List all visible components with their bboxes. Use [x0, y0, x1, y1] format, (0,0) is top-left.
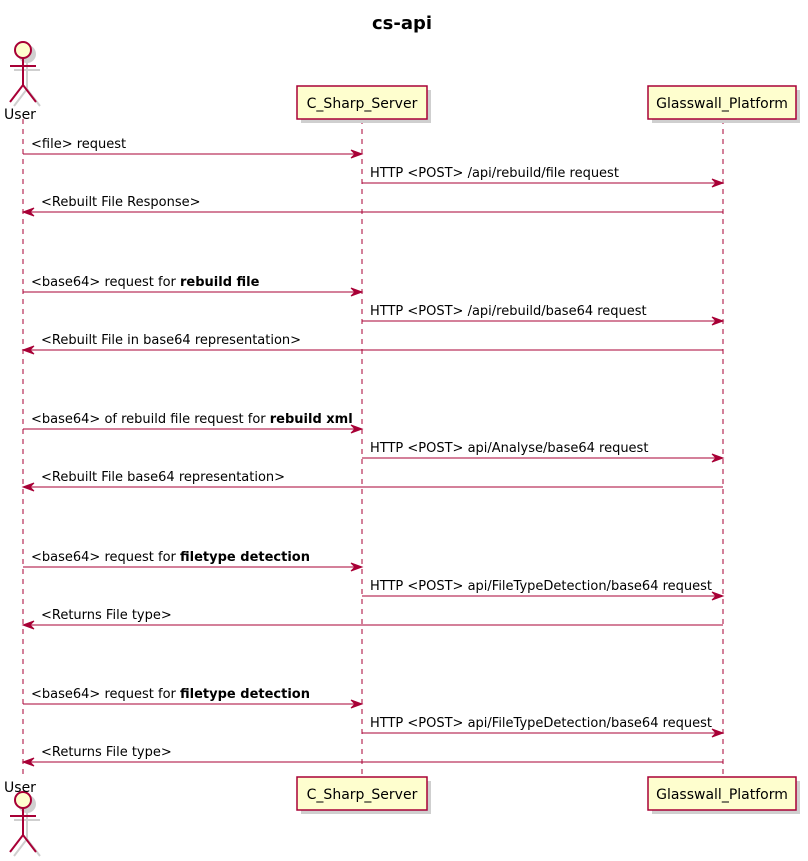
participant-box — [296, 85, 428, 120]
message-text: HTTP <POST> /api/rebuild/base64 request — [370, 304, 647, 319]
participant-glasswall-bottom: Glasswall_Platform — [647, 776, 800, 814]
message-label: HTTP <POST> api/Analyse/base64 request — [370, 441, 648, 456]
arrowhead-icon — [21, 620, 35, 630]
actor-name: User — [4, 780, 36, 796]
message-label: HTTP <POST> api/FileTypeDetection/base64… — [370, 716, 712, 731]
message-text: <Rebuilt File in base64 representation> — [41, 333, 301, 348]
participant-name: Glasswall_Platform — [656, 96, 788, 112]
message-label: <base64> request for filetype detection — [31, 550, 310, 565]
participant-box — [296, 776, 428, 811]
message: HTTP <POST> api/FileTypeDetection/base64… — [362, 716, 725, 738]
participants-top: User C_Sharp_Server Glasswall_Platform — [4, 41, 800, 123]
message-bold-text: filetype detection — [180, 550, 310, 565]
message-text: <Returns File type> — [41, 608, 172, 623]
actor-top: User — [4, 41, 41, 123]
arrowhead-icon — [21, 757, 35, 767]
message: <Returns File type> — [21, 608, 723, 630]
arrowhead-icon — [711, 453, 725, 463]
actor-icon — [9, 41, 37, 103]
arrowhead-icon — [350, 149, 364, 159]
message-text: HTTP <POST> api/FileTypeDetection/base64… — [370, 716, 712, 731]
message-label: <Returns File type> — [41, 745, 172, 760]
message-text: <Rebuilt File base64 representation> — [41, 470, 285, 485]
message: HTTP <POST> api/FileTypeDetection/base64… — [362, 579, 725, 601]
arrowhead-icon — [350, 287, 364, 297]
message-label: <Rebuilt File Response> — [41, 195, 201, 210]
message-bold-text: rebuild file — [180, 275, 260, 290]
message: HTTP <POST> /api/rebuild/base64 request — [362, 304, 725, 326]
arrowhead-icon — [711, 178, 725, 188]
participant-server-top: C_Sharp_Server — [296, 85, 431, 123]
actor-icon — [9, 791, 37, 853]
arrowhead-icon — [350, 424, 364, 434]
participant-server-bottom: C_Sharp_Server — [296, 776, 431, 814]
message-text: <base64> request for — [31, 275, 180, 290]
arrowhead-icon — [21, 345, 35, 355]
participant-name: Glasswall_Platform — [656, 787, 788, 803]
message-bold-text: filetype detection — [180, 687, 310, 702]
message-text: <Returns File type> — [41, 745, 172, 760]
message-text: HTTP <POST> api/FileTypeDetection/base64… — [370, 579, 712, 594]
message: <base64> request for filetype detection — [23, 550, 364, 572]
message-text: <base64> of rebuild file request for — [31, 412, 270, 427]
participant-name: C_Sharp_Server — [307, 96, 418, 112]
message-text: <file> request — [31, 137, 126, 152]
message: <Returns File type> — [21, 745, 723, 767]
message: HTTP <POST> api/Analyse/base64 request — [362, 441, 725, 463]
message: <base64> request for rebuild file — [23, 275, 364, 297]
arrowhead-icon — [711, 316, 725, 326]
message: <Rebuilt File base64 representation> — [21, 470, 723, 492]
message-text: <base64> request for — [31, 687, 180, 702]
diagram-title: cs-api — [372, 13, 432, 34]
message-text: HTTP <POST> /api/rebuild/file request — [370, 166, 619, 181]
arrowhead-icon — [21, 482, 35, 492]
arrowhead-icon — [21, 207, 35, 217]
message-label: <file> request — [31, 137, 126, 152]
message-label: <base64> request for filetype detection — [31, 687, 310, 702]
participant-box — [647, 85, 797, 120]
arrowhead-icon — [350, 562, 364, 572]
arrowhead-icon — [711, 728, 725, 738]
message: <base64> request for filetype detection — [23, 687, 364, 709]
participant-name: C_Sharp_Server — [307, 787, 418, 803]
message-label: <base64> of rebuild file request for reb… — [31, 412, 353, 427]
message-label: <Returns File type> — [41, 608, 172, 623]
participants-bottom: User C_Sharp_Server Glasswall_Platform — [4, 776, 800, 857]
message-label: <Rebuilt File base64 representation> — [41, 470, 285, 485]
message-label: HTTP <POST> api/FileTypeDetection/base64… — [370, 579, 712, 594]
participant-box — [647, 776, 797, 811]
message-label: <base64> request for rebuild file — [31, 275, 260, 290]
message: <file> request — [23, 137, 364, 159]
message-text: <base64> request for — [31, 550, 180, 565]
message: <Rebuilt File in base64 representation> — [21, 333, 723, 355]
participant-glasswall-top: Glasswall_Platform — [647, 85, 800, 123]
actor-name: User — [4, 107, 36, 123]
message: <base64> of rebuild file request for reb… — [23, 412, 364, 434]
message-label: HTTP <POST> /api/rebuild/file request — [370, 166, 619, 181]
actor-bottom: User — [4, 780, 41, 857]
message-bold-text: rebuild xml — [270, 412, 353, 427]
message-text: <Rebuilt File Response> — [41, 195, 201, 210]
message-text: HTTP <POST> api/Analyse/base64 request — [370, 441, 648, 456]
message-label: HTTP <POST> /api/rebuild/base64 request — [370, 304, 647, 319]
message: <Rebuilt File Response> — [21, 195, 723, 217]
message: HTTP <POST> /api/rebuild/file request — [362, 166, 725, 188]
message-label: <Rebuilt File in base64 representation> — [41, 333, 301, 348]
arrowhead-icon — [711, 591, 725, 601]
arrowhead-icon — [350, 699, 364, 709]
